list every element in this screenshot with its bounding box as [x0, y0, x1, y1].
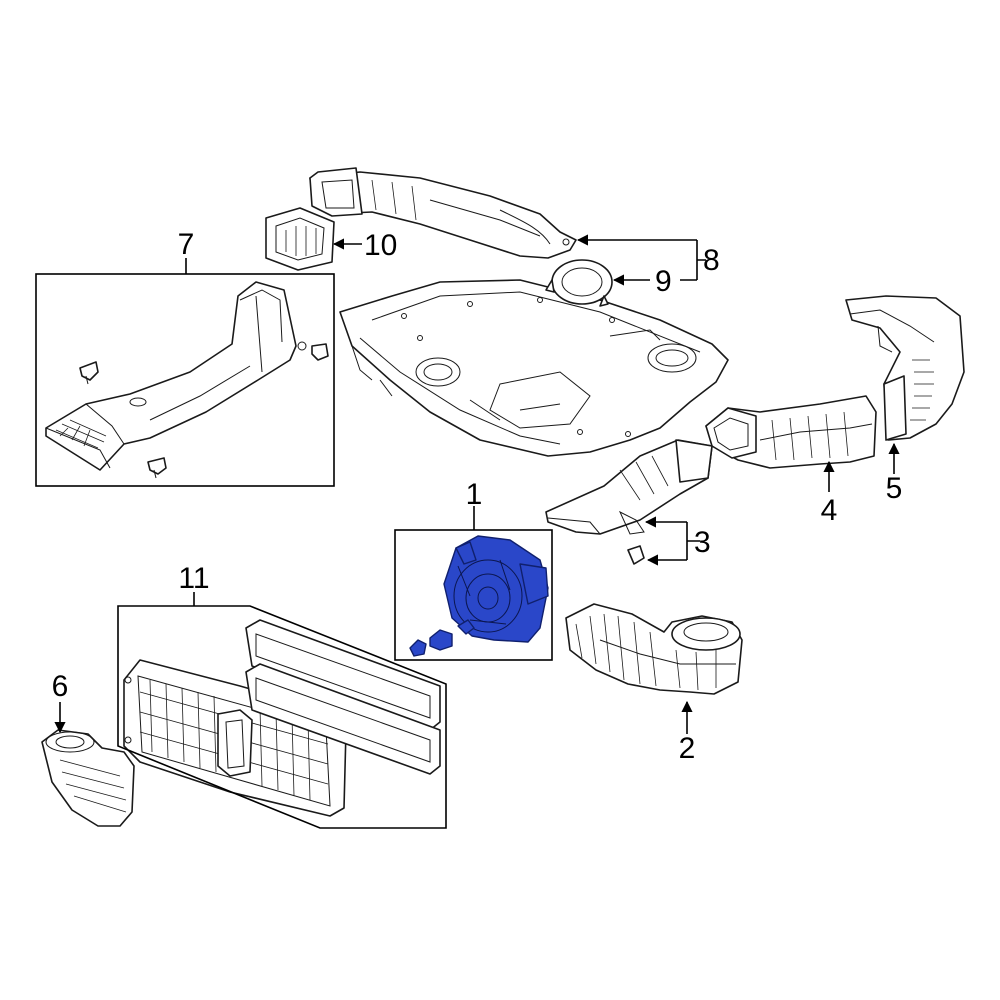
part-7-box: [35, 273, 335, 487]
part-8-upper-duct: [309, 167, 577, 259]
callout-7: 7: [178, 228, 195, 261]
part-1-blower-motor: [409, 535, 549, 657]
part-11-box: [117, 605, 447, 829]
callout-1: 1: [466, 478, 483, 511]
part-2-intake-duct: [565, 603, 743, 695]
base-tray: [339, 279, 729, 457]
part-10-seal: [265, 207, 335, 271]
callout-3: 3: [694, 526, 711, 559]
callout-11: 11: [178, 562, 209, 595]
part-11-screen: [123, 619, 441, 817]
part-4-side-duct: [705, 395, 877, 469]
leader-lines: [54, 234, 900, 734]
part-5-elbow-duct: [845, 295, 965, 441]
part-7-clips: [79, 343, 329, 479]
callout-9: 9: [655, 265, 672, 298]
callout-6: 6: [52, 670, 69, 703]
part-3-center-duct: [545, 439, 713, 565]
part-6-elbow: [41, 729, 135, 827]
callout-8: 8: [703, 244, 720, 277]
part-9-ring-gasket: [545, 259, 613, 307]
part-7-duct: [45, 281, 307, 471]
callout-4: 4: [821, 494, 838, 527]
callout-2: 2: [679, 732, 696, 765]
callout-5: 5: [886, 472, 903, 505]
callout-10: 10: [364, 229, 397, 262]
